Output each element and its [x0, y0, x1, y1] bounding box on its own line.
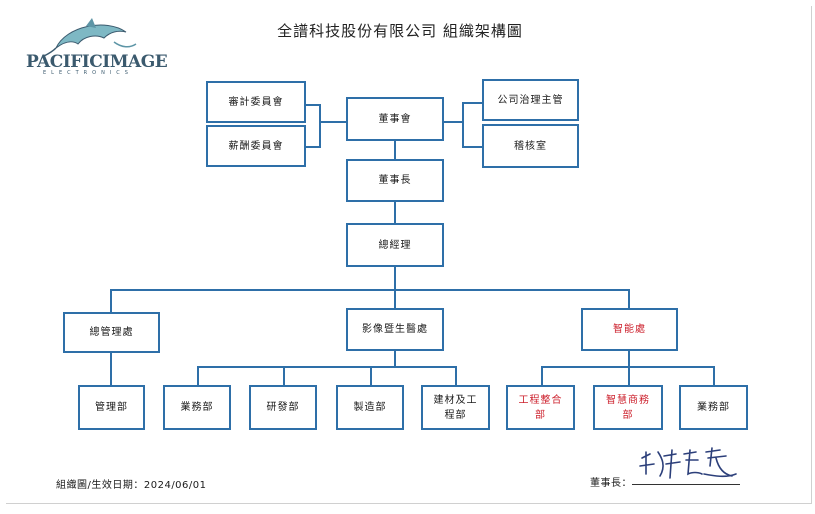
node-smart-business-dept: 智慧商務部	[593, 385, 663, 430]
effective-date: 組織圖/生效日期：2024/06/01	[56, 480, 207, 491]
connector	[370, 366, 372, 386]
connector	[443, 121, 463, 123]
connector	[283, 366, 285, 386]
chart-title: 全譜科技股份有限公司 組織架構圖	[277, 22, 523, 40]
signature-line	[632, 484, 740, 485]
node-engineering-dept: 工程整合部	[506, 385, 575, 430]
connector	[462, 146, 482, 148]
node-building-dept: 建材及工程部	[421, 385, 490, 430]
node-internal-audit: 稽核室	[482, 124, 579, 168]
connector	[110, 351, 112, 385]
connector	[197, 366, 199, 386]
connector	[306, 146, 320, 148]
logo-wordmark: PACIFICIMAGE	[26, 52, 168, 72]
connector	[462, 102, 464, 148]
node-rd-dept: 研發部	[249, 385, 317, 430]
connector	[394, 201, 396, 224]
connector	[628, 350, 630, 367]
dolphin-icon	[43, 18, 137, 57]
connector	[394, 140, 396, 160]
connector	[319, 121, 346, 123]
node-general-manager: 總經理	[346, 223, 444, 267]
connector	[394, 350, 396, 367]
connector	[394, 266, 396, 291]
handwritten-signature	[639, 447, 737, 479]
node-management-dept: 管理部	[78, 385, 145, 430]
node-smart-division: 智能處	[581, 308, 678, 351]
connector	[394, 289, 396, 309]
node-governance: 公司治理主管	[482, 79, 579, 121]
node-chairman: 董事長	[346, 159, 444, 202]
connector	[462, 102, 482, 104]
page-border-bottom	[6, 503, 811, 504]
connector	[628, 289, 630, 309]
connector	[319, 104, 321, 148]
logo-subtitle: ELECTRONICS	[43, 70, 133, 76]
node-sales-dept-2: 業務部	[679, 385, 748, 430]
company-logo: PACIFICIMAGE ELECTRONICS	[26, 18, 168, 80]
node-board: 董事會	[346, 97, 444, 141]
connector	[455, 366, 457, 386]
node-salary-committee: 薪酬委員會	[206, 125, 306, 167]
connector	[110, 289, 630, 291]
node-sales-dept: 業務部	[163, 385, 231, 430]
signature-label: 董事長：	[590, 478, 632, 489]
connector	[541, 366, 543, 386]
connector	[110, 289, 112, 313]
connector	[197, 366, 457, 368]
connector	[306, 104, 320, 106]
connector	[628, 366, 630, 386]
page-border-right	[811, 6, 812, 504]
connector	[713, 366, 715, 386]
node-admin-division: 總管理處	[63, 312, 160, 353]
node-imaging-division: 影像暨生醫處	[346, 308, 444, 351]
node-manufacturing-dept: 製造部	[336, 385, 404, 430]
node-audit-committee: 審計委員會	[206, 81, 306, 123]
